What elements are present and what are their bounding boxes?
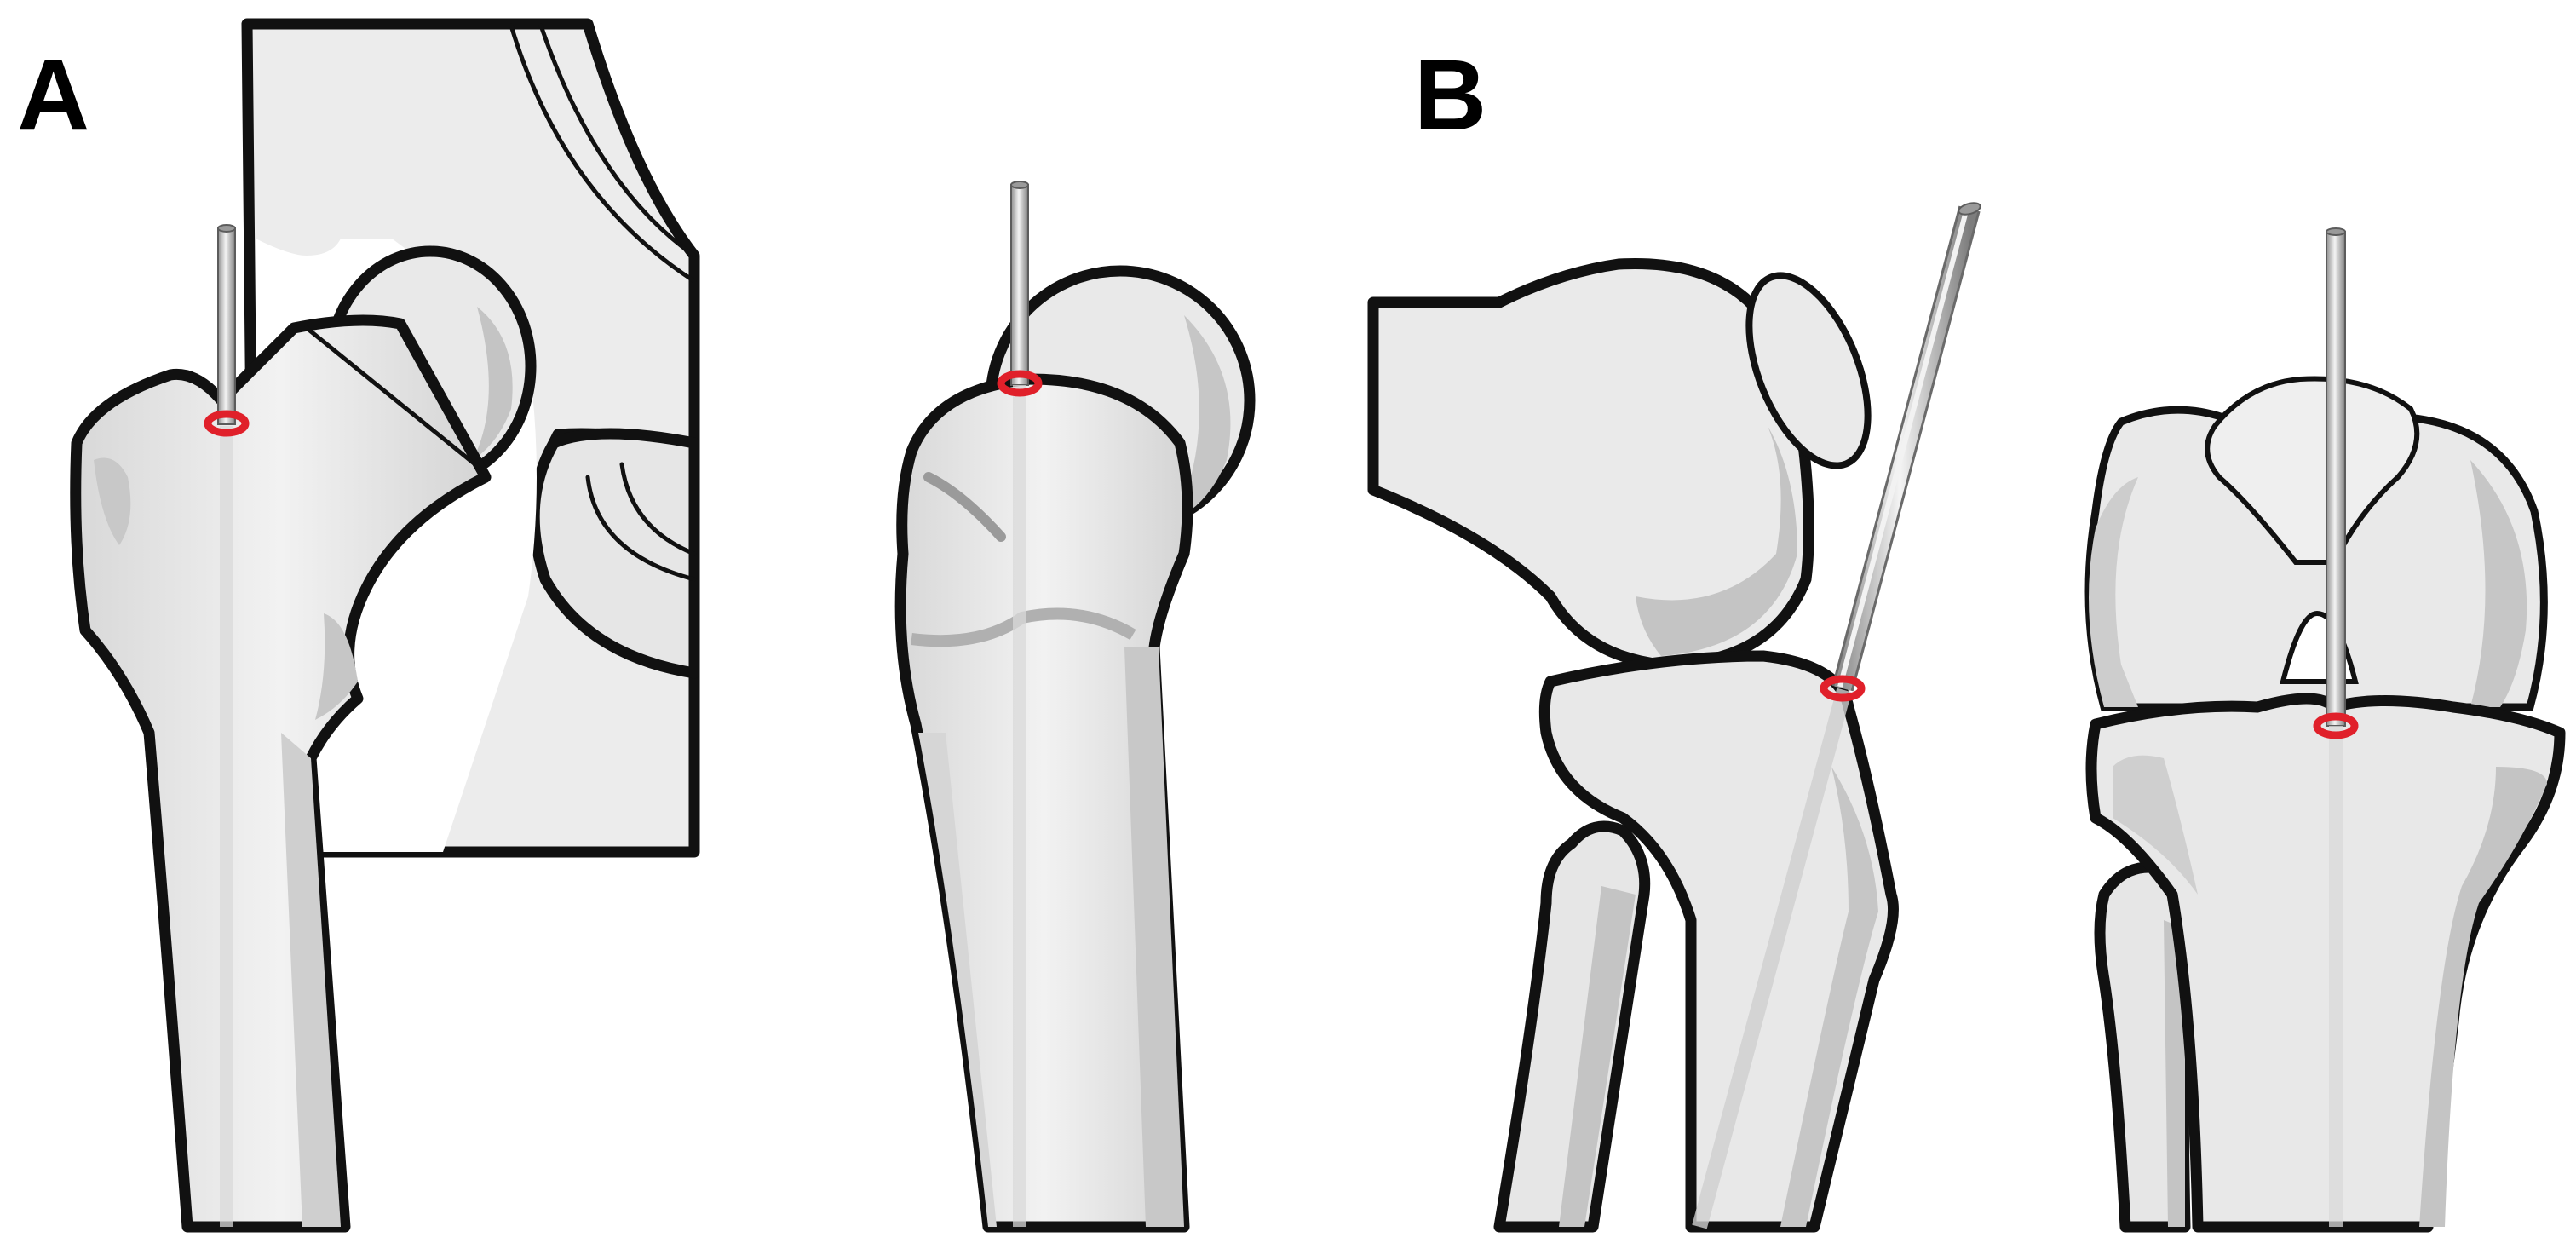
femur-lateral-left-shade xyxy=(918,733,997,1227)
head-neck-junction-line xyxy=(304,325,488,475)
femoral-condyle-shade-left xyxy=(2089,477,2138,707)
guide-wire-hip-ap-tip xyxy=(217,224,236,233)
pelvis-inner-arc-2 xyxy=(538,23,697,258)
tibia-ap-shade-left xyxy=(2113,755,2198,895)
hip-ap-view xyxy=(70,18,700,1233)
femoral-head-lateral-shade xyxy=(1176,315,1231,520)
entry-point-marker-knee-ap xyxy=(2313,712,2359,739)
distal-femur-lateral xyxy=(1367,257,1814,670)
obturator-inner-line xyxy=(585,475,697,582)
pelvis-inner-arc-1 xyxy=(509,23,697,284)
knee-ap-view xyxy=(2084,227,2566,1233)
guide-wire-knee-ap xyxy=(2326,231,2346,727)
distal-femur-shade xyxy=(1636,426,1797,656)
greater-trochanter-outline xyxy=(83,628,152,735)
guide-wire-knee-lateral-highlight xyxy=(1834,206,1978,691)
patella-ap xyxy=(2205,376,2420,565)
guide-wire-knee-lateral-intramedullary xyxy=(1692,688,1852,1229)
guide-wire-hip-ap xyxy=(217,227,236,425)
entry-point-marker-hip-ap xyxy=(204,410,250,437)
fibula-ap-shade xyxy=(2164,920,2185,1227)
femoral-head-shade xyxy=(473,307,513,460)
guide-wire-hip-lateral-intramedullary xyxy=(1013,385,1026,1227)
guide-wire-knee-lateral-tip xyxy=(1958,202,1981,216)
guide-wire-knee-ap-intramedullary xyxy=(2329,726,2343,1227)
guide-wire-hip-ap-intramedullary xyxy=(220,426,233,1227)
guide-wire-hip-lateral-tip xyxy=(1010,181,1029,189)
proximal-tibia-lateral xyxy=(1538,650,1899,1233)
femoral-shaft-shade xyxy=(281,733,341,1227)
greater-trochanter-shade xyxy=(94,457,131,545)
femoral-condyle-shade-right xyxy=(2470,460,2527,707)
tibia-lateral-shade xyxy=(1780,767,1878,1227)
guide-wire-hip-lateral xyxy=(1010,184,1029,386)
patella-lateral xyxy=(1745,272,1872,469)
proximal-femur xyxy=(70,314,492,1233)
lesser-trochanter-shade xyxy=(315,613,358,720)
guide-wire-knee-lateral-glint xyxy=(1837,207,1969,688)
femur-lateral-shade xyxy=(1124,647,1184,1227)
fibula-lateral-shade xyxy=(1559,886,1636,1227)
obturator-inner-line-2 xyxy=(619,462,697,556)
trochanteric-fossa-line xyxy=(923,472,1006,542)
hip-lateral-view xyxy=(894,181,1256,1233)
panel-label-b: B xyxy=(1414,39,1486,152)
knee-lateral-view xyxy=(1367,202,1981,1233)
tibia-ap-shade-right xyxy=(2419,767,2547,1227)
panel-label-a: A xyxy=(17,39,89,152)
guide-wire-knee-ap-tip xyxy=(2326,227,2346,236)
entry-point-marker-knee-lateral xyxy=(1820,675,1866,702)
entry-point-marker-hip-lateral xyxy=(997,370,1043,397)
